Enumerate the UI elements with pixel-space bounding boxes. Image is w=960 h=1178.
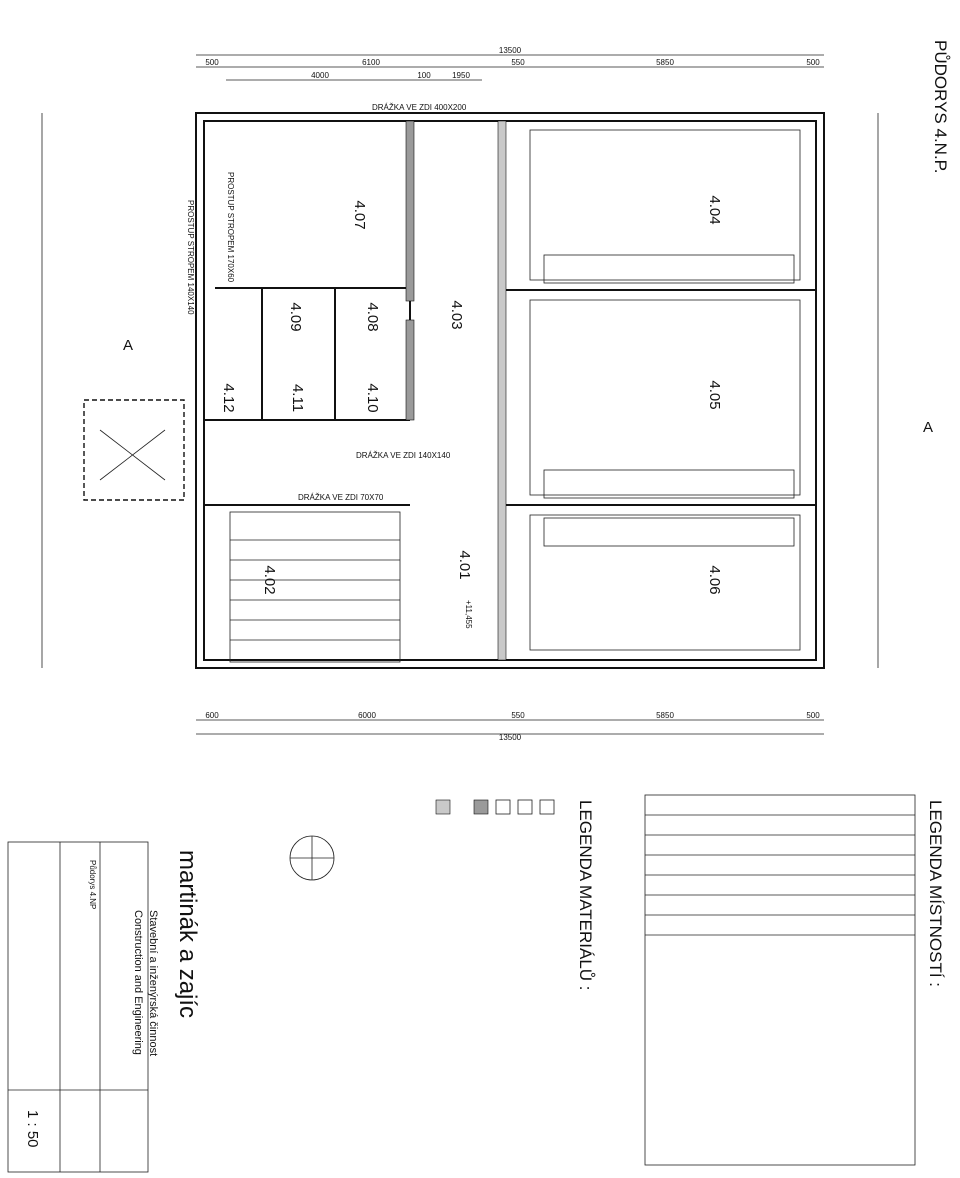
label-level: +11,455 bbox=[464, 600, 473, 629]
bottom-dimension-chain: 600 6000 550 5850 500 13500 bbox=[196, 711, 824, 742]
room-label-4-10: 4.10 bbox=[364, 383, 381, 412]
dim-sub-2: 100 bbox=[417, 71, 431, 80]
dim-top-4: 5850 bbox=[656, 58, 674, 67]
company-name: martinák a zajíc bbox=[174, 850, 201, 1018]
staircase bbox=[229, 511, 401, 663]
room-label-4-09: 4.09 bbox=[287, 302, 304, 331]
room-labels: 4.01 4.02 4.03 4.04 4.05 4.06 4.07 4.08 … bbox=[220, 195, 723, 594]
room-label-4-03: 4.03 bbox=[448, 300, 465, 329]
room-label-4-05: 4.05 bbox=[706, 380, 723, 409]
room-label-4-08: 4.08 bbox=[364, 302, 381, 331]
company-tagline-2: Construction and Engineering bbox=[132, 910, 144, 1055]
label-drazka-stair: DRÁŽKA VE ZDI 70X70 bbox=[298, 493, 384, 502]
dim-bottom-2: 6000 bbox=[358, 711, 376, 720]
room-label-4-06: 4.06 bbox=[706, 565, 723, 594]
drawing-title-group: PŮDORYS 4.N.P. bbox=[931, 40, 950, 174]
shaft-cross-2 bbox=[99, 429, 166, 481]
outer-wall bbox=[195, 112, 825, 669]
roof-windows bbox=[529, 129, 801, 651]
label-prostup-2: PROSTUP STROPEM 170X60 bbox=[226, 172, 235, 283]
room-label-4-04: 4.04 bbox=[706, 195, 723, 224]
dim-sub-1: 4000 bbox=[311, 71, 329, 80]
hatched-wall-1 bbox=[405, 120, 415, 302]
section-mark-left: A bbox=[123, 337, 133, 354]
dim-top-2: 6100 bbox=[362, 58, 380, 67]
dim-sub-3: 1950 bbox=[452, 71, 470, 80]
dim-top-5: 500 bbox=[806, 58, 820, 67]
drawing-title: PŮDORYS 4.N.P. bbox=[931, 40, 950, 174]
company-tagline-1: Stavební a inženýrská činnost bbox=[147, 910, 159, 1056]
top-dimension-chain: 13500 500 6100 550 5850 500 4000 100 195… bbox=[196, 46, 824, 81]
dim-bottom-4: 5850 bbox=[656, 711, 674, 720]
room-label-4-11: 4.11 bbox=[289, 384, 306, 412]
label-drazka-top: DRÁŽKA VE ZDI 400X200 bbox=[372, 103, 467, 112]
room-label-4-07: 4.07 bbox=[351, 200, 368, 229]
room-label-4-01: 4.01 bbox=[456, 550, 473, 579]
material-swatches bbox=[435, 799, 555, 815]
legend-materials-title: LEGENDA MATERIÁLŮ : bbox=[576, 800, 595, 991]
title-block-drawing: Půdorys 4.NP bbox=[88, 860, 97, 909]
company-logo: martinák a zajíc Stavební a inženýrská č… bbox=[132, 850, 201, 1056]
dim-top-3: 550 bbox=[511, 58, 525, 67]
label-prostup-1: PROSTUP STROPEM 140X140 bbox=[186, 200, 195, 315]
dim-bottom-1: 600 bbox=[205, 711, 219, 720]
dim-total-bottom: 13500 bbox=[499, 733, 522, 742]
legend-area: LEGENDA MÍSTNOSTÍ : LEGENDA MATERIÁLŮ : bbox=[576, 794, 945, 1166]
legend-rooms-title: LEGENDA MÍSTNOSTÍ : bbox=[926, 800, 945, 987]
dim-top-1: 500 bbox=[205, 58, 219, 67]
north-arrow bbox=[289, 835, 335, 881]
hatched-wall-3 bbox=[497, 120, 507, 661]
dim-bottom-3: 550 bbox=[511, 711, 525, 720]
room-label-4-12: 4.12 bbox=[220, 383, 237, 412]
inner-wall bbox=[203, 120, 817, 661]
title-block-scale: 1 : 50 bbox=[24, 1110, 41, 1148]
dim-total-top: 13500 bbox=[499, 46, 522, 55]
shaft-outline bbox=[83, 399, 185, 501]
section-mark-right: A bbox=[923, 419, 933, 436]
title-block: Půdorys 4.NP 1 : 50 bbox=[7, 841, 149, 1173]
annotations: DRÁŽKA VE ZDI 400X200 DRÁŽKA VE ZDI 140X… bbox=[186, 103, 473, 629]
room-label-4-02: 4.02 bbox=[261, 565, 278, 594]
dim-bottom-5: 500 bbox=[806, 711, 820, 720]
label-drazka-mid: DRÁŽKA VE ZDI 140X140 bbox=[356, 451, 451, 460]
hatched-wall-2 bbox=[405, 319, 415, 421]
